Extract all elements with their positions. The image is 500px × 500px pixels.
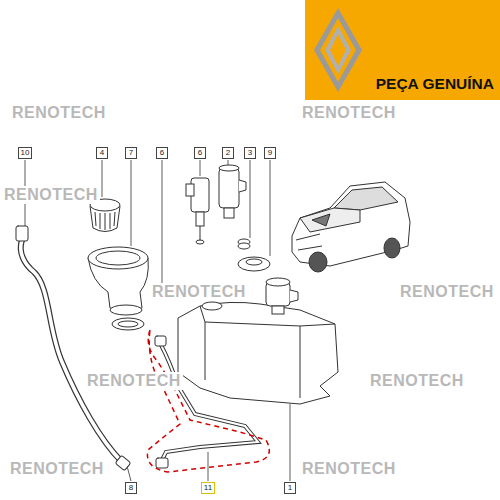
leader-line-part bbox=[127, 466, 131, 481]
brand-badge bbox=[305, 0, 500, 100]
callout-number: 7 bbox=[129, 148, 133, 157]
pump-6 bbox=[186, 178, 209, 244]
car-icon-part bbox=[292, 182, 410, 266]
pump-6-part bbox=[186, 184, 194, 196]
pump-2 bbox=[219, 165, 246, 218]
leader-line-part bbox=[290, 404, 291, 481]
watermark: RENOTECH bbox=[300, 104, 398, 122]
brand-badge-part bbox=[330, 34, 346, 66]
callout-number: 11 bbox=[204, 483, 212, 492]
watermark: RENOTECH bbox=[85, 372, 183, 390]
callout-box: 9 bbox=[264, 147, 276, 159]
watermark: RENOTECH bbox=[2, 186, 100, 204]
car-icon-part bbox=[334, 187, 398, 210]
hose-11-part bbox=[155, 336, 166, 346]
grommet-9-part bbox=[238, 257, 270, 271]
callout-box: 8 bbox=[125, 482, 137, 494]
callout-box: 6 bbox=[156, 147, 168, 159]
brand-badge-part bbox=[305, 0, 500, 100]
callout-number: 2 bbox=[226, 148, 230, 157]
watermark: RENOTECH bbox=[398, 283, 496, 301]
watermark: RENOTECH bbox=[150, 283, 248, 301]
callout-box: 7 bbox=[125, 147, 137, 159]
watermark: RENOTECH bbox=[8, 460, 106, 478]
brand-badge-part bbox=[314, 8, 362, 92]
seal-3 bbox=[238, 239, 250, 249]
filler-neck-7-part bbox=[96, 251, 140, 265]
callout-number: 6 bbox=[160, 148, 164, 157]
filler-neck-7 bbox=[88, 247, 148, 330]
watermark: RENOTECH bbox=[368, 372, 466, 390]
leader-line-part bbox=[270, 160, 271, 256]
callout-box: 10 bbox=[18, 147, 33, 159]
reservoir-1-part bbox=[290, 290, 298, 302]
brand-badge-part bbox=[320, 18, 356, 82]
filler-cap-4-part bbox=[95, 212, 115, 230]
pump-2-part bbox=[219, 168, 239, 208]
hose-10-part bbox=[16, 226, 28, 241]
leader-line-part bbox=[102, 160, 103, 197]
car-icon-part bbox=[300, 208, 360, 232]
pump-2-part bbox=[219, 165, 239, 171]
filler-neck-7-part bbox=[118, 321, 138, 327]
hose-11-outline-part bbox=[147, 330, 269, 472]
seal-3-part bbox=[238, 243, 250, 249]
callout-box: 1 bbox=[284, 482, 296, 494]
watermark: RENOTECH bbox=[10, 104, 108, 122]
leader-line-part bbox=[131, 160, 132, 246]
car-icon bbox=[292, 182, 410, 272]
reservoir-1-part bbox=[272, 306, 284, 314]
callout-number: 3 bbox=[248, 148, 252, 157]
reservoir-1-part bbox=[178, 302, 338, 404]
reservoir-1-part bbox=[266, 278, 290, 286]
badge-text: PEÇA GENUÍNA bbox=[376, 75, 494, 93]
callout-box: 4 bbox=[96, 147, 108, 159]
filler-neck-7-part bbox=[112, 318, 144, 330]
pump-6-part bbox=[196, 240, 204, 244]
pump-6-part bbox=[196, 212, 204, 226]
grommet-9-part bbox=[246, 259, 262, 265]
reservoir-1-part bbox=[205, 322, 300, 398]
pump-2-part bbox=[224, 208, 234, 218]
pump-6-part bbox=[200, 226, 201, 240]
callout-number: 9 bbox=[268, 148, 272, 157]
brand-badge: PEÇA GENUÍNA bbox=[305, 0, 500, 100]
callout-box: 3 bbox=[244, 147, 256, 159]
brand-badge-part bbox=[325, 26, 351, 74]
car-icon-part bbox=[296, 234, 322, 250]
hose-11-part bbox=[161, 345, 258, 460]
callout-box: 6 bbox=[194, 147, 206, 159]
filler-neck-7-part bbox=[110, 305, 142, 315]
hose-11-outline bbox=[147, 330, 269, 472]
filler-neck-7-part bbox=[88, 247, 148, 269]
callout-number: 8 bbox=[129, 483, 133, 492]
callout-number: 6 bbox=[198, 148, 202, 157]
callout-number: 4 bbox=[100, 148, 104, 157]
hose-11-part bbox=[161, 345, 258, 460]
callout-number: 10 bbox=[21, 148, 30, 157]
reservoir-1-part bbox=[202, 302, 222, 310]
reservoir-1-part bbox=[200, 306, 335, 326]
pump-2-part bbox=[239, 180, 246, 192]
leader-line-part bbox=[200, 160, 201, 176]
leader-line-part bbox=[162, 160, 163, 300]
car-icon-part bbox=[384, 238, 400, 258]
grommet-9 bbox=[238, 257, 270, 271]
car-icon-part bbox=[312, 214, 330, 226]
hose-11-part bbox=[156, 458, 168, 468]
callout-number: 1 bbox=[288, 483, 292, 492]
leader-line-part bbox=[208, 452, 209, 481]
hose-10-part bbox=[115, 455, 131, 470]
watermark: RENOTECH bbox=[300, 460, 398, 478]
leader-line-part bbox=[250, 160, 251, 238]
callout-box: 11 bbox=[201, 482, 215, 494]
car-icon-part bbox=[309, 252, 327, 272]
callout-box: 2 bbox=[222, 147, 234, 159]
